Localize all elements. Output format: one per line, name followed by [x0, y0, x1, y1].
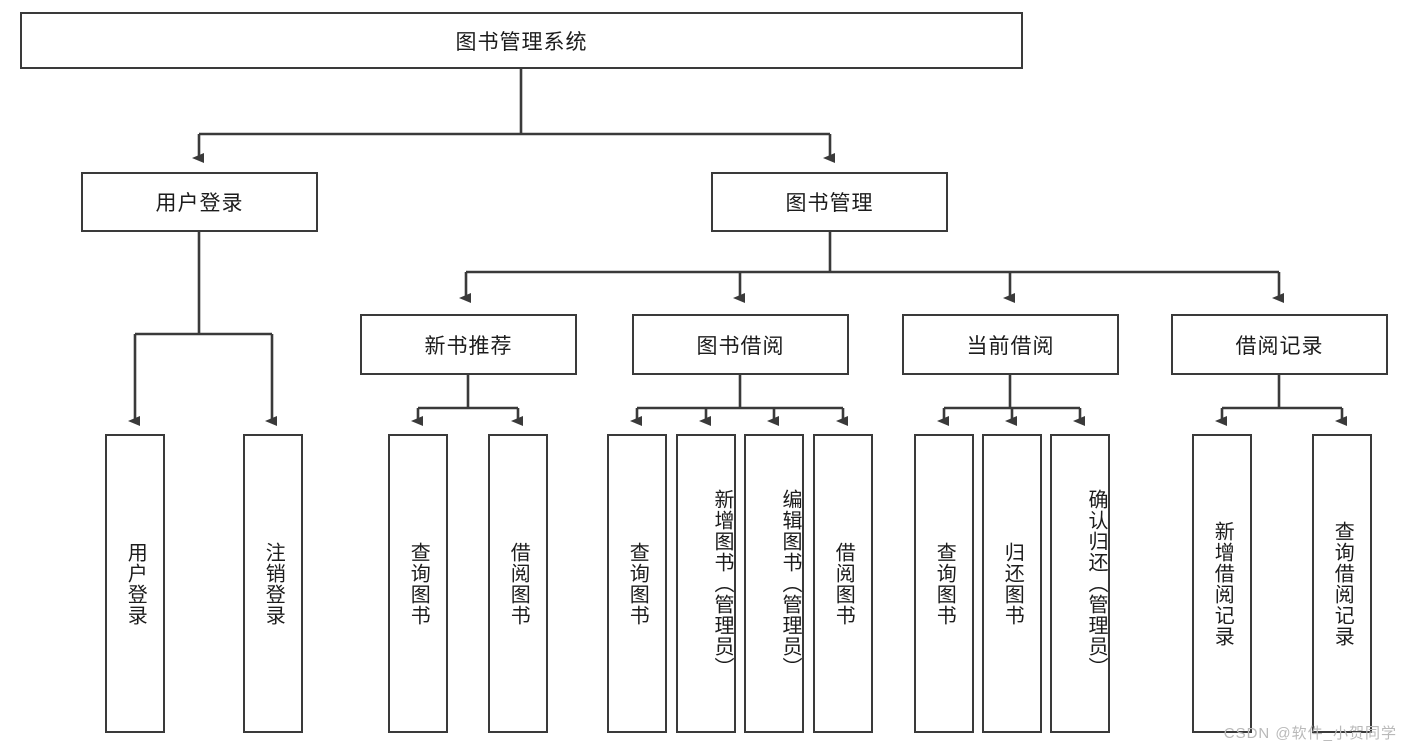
leaf-return-book[interactable]: 归还图书 [982, 434, 1042, 733]
node-borrowing-record[interactable]: 借阅记录 [1171, 314, 1388, 375]
leaf-confirm-return-admin[interactable]: 确认归还（管理员） [1050, 434, 1110, 733]
node-user-login[interactable]: 用户登录 [81, 172, 318, 232]
watermark: CSDN @软件_小贺同学 [1223, 725, 1397, 742]
node-current-borrowing[interactable]: 当前借阅 [902, 314, 1119, 375]
leaf-add-book-admin[interactable]: 新增图书（管理员） [676, 434, 736, 733]
leaf-add-borrowing-record[interactable]: 新增借阅记录 [1192, 434, 1252, 733]
leaf-user-login[interactable]: 用户登录 [105, 434, 165, 733]
leaf-query-book-current[interactable]: 查询图书 [914, 434, 974, 733]
leaf-query-borrowing-record[interactable]: 查询借阅记录 [1312, 434, 1372, 733]
node-new-book-recommendation[interactable]: 新书推荐 [360, 314, 577, 375]
leaf-borrow-book-recommend[interactable]: 借阅图书 [488, 434, 548, 733]
leaf-edit-book-admin[interactable]: 编辑图书（管理员） [744, 434, 804, 733]
node-book-borrowing[interactable]: 图书借阅 [632, 314, 849, 375]
node-root-book-management-system[interactable]: 图书管理系统 [20, 12, 1023, 69]
leaf-borrow-book-borrowing[interactable]: 借阅图书 [813, 434, 873, 733]
leaf-query-book-recommend[interactable]: 查询图书 [388, 434, 448, 733]
leaf-logout[interactable]: 注销登录 [243, 434, 303, 733]
leaf-query-book-borrowing[interactable]: 查询图书 [607, 434, 667, 733]
node-book-management[interactable]: 图书管理 [711, 172, 948, 232]
